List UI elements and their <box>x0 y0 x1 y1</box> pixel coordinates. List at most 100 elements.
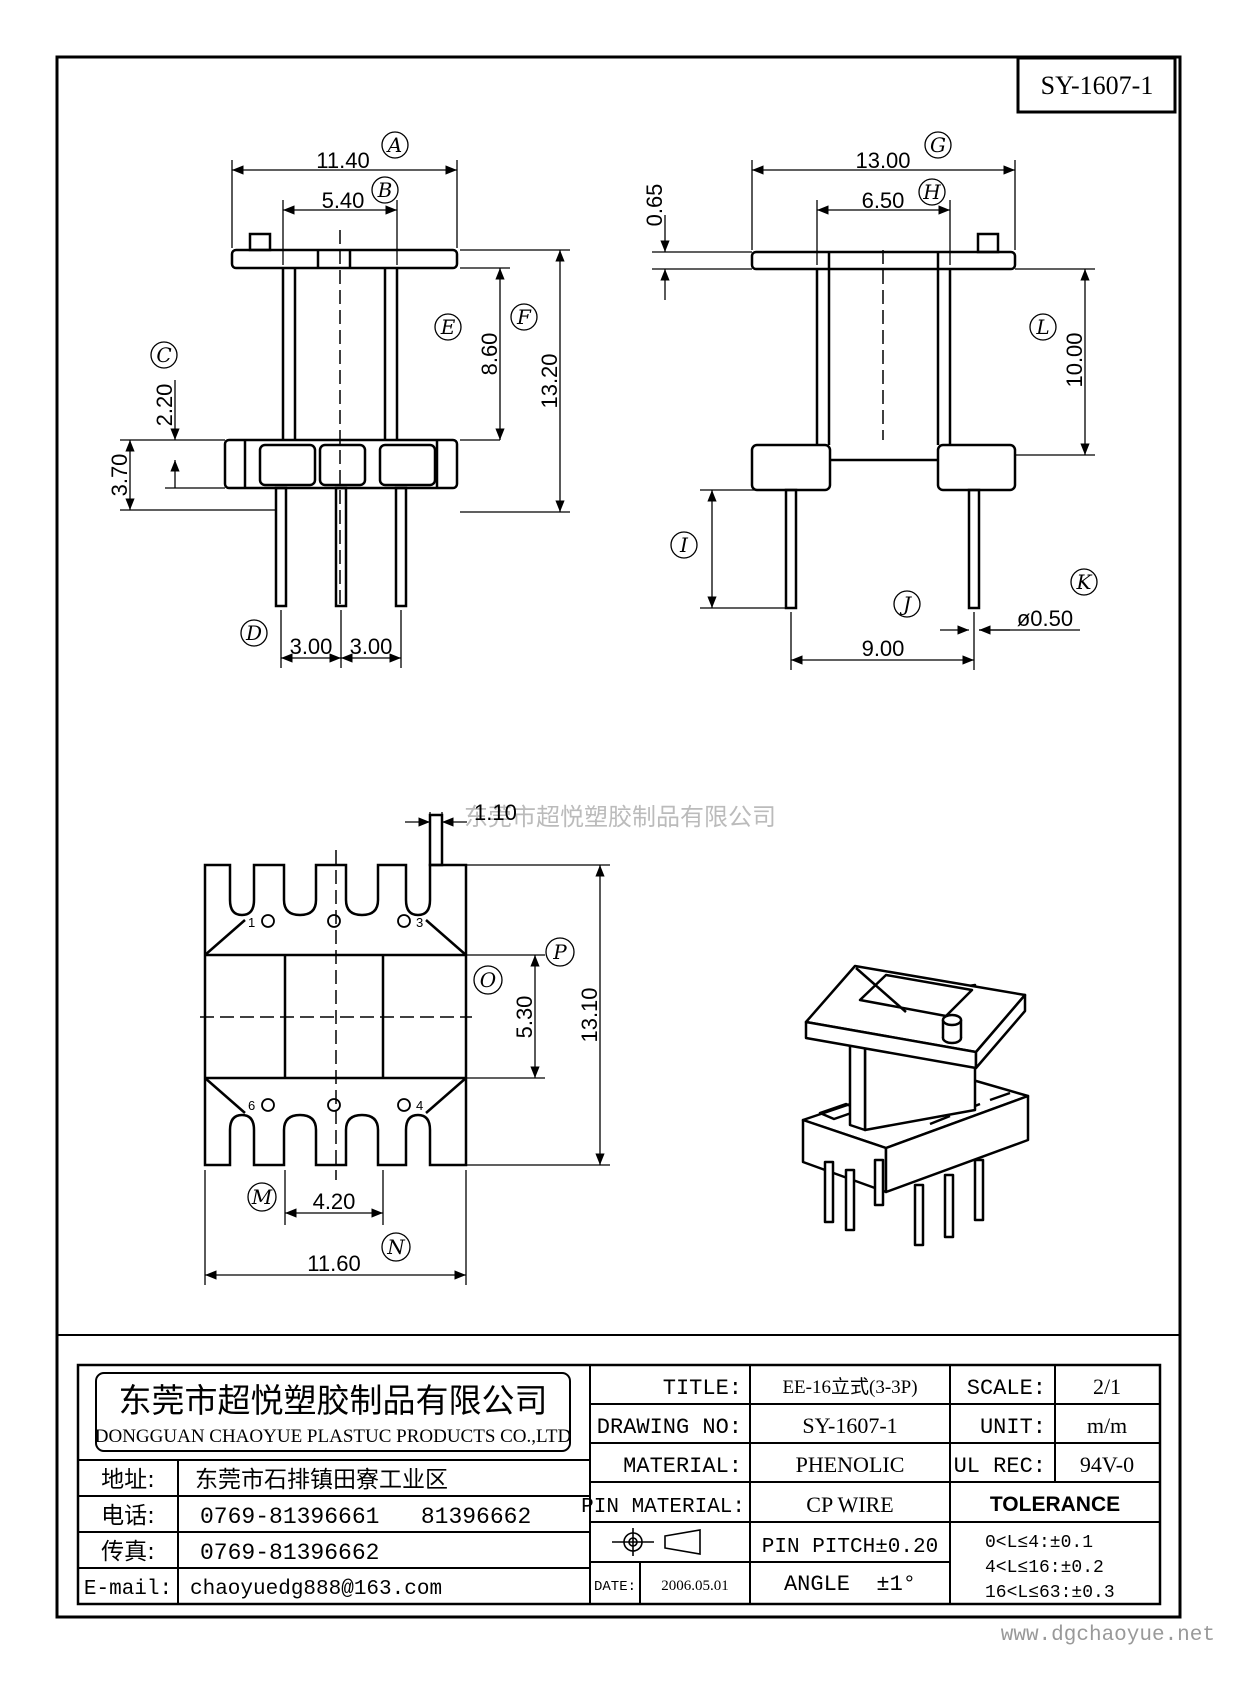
projection-symbol-icon <box>612 1528 701 1556</box>
svg-text:O: O <box>480 968 496 992</box>
dim-3-70: 3.70 <box>107 454 132 497</box>
dim-9-00: 9.00 <box>862 636 905 661</box>
svg-text:I: I <box>679 533 689 557</box>
drawing-no-value: SY-1607-1 <box>802 1413 897 1438</box>
svg-text:F: F <box>516 305 532 329</box>
pin-pitch: PIN PITCH±0.20 <box>762 1536 938 1559</box>
dim-5-40: 5.40 <box>322 188 365 213</box>
side-view-dims <box>652 160 1095 670</box>
label-E: E <box>434 313 462 341</box>
svg-text:J: J <box>899 592 912 616</box>
label-G: G <box>924 131 952 159</box>
tolerance-row-1: 0<L≤4:±0.1 <box>985 1533 1093 1553</box>
dim-11-40: 11.40 <box>316 148 369 173</box>
outer-frame <box>55 55 1182 1619</box>
label-N: N <box>381 1232 411 1262</box>
pin-label-6: 6 <box>248 1098 255 1113</box>
label-J: J <box>893 590 921 618</box>
label-M: M <box>247 1182 277 1212</box>
label-A: A <box>381 131 409 159</box>
unit-label: UNIT: <box>980 1415 1046 1440</box>
dim-3-00-right: 3.00 <box>350 634 393 659</box>
isometric-view <box>801 964 1030 1247</box>
dim-8-60: 8.60 <box>477 333 502 376</box>
dim-4-20: 4.20 <box>313 1189 356 1214</box>
svg-text:K: K <box>1076 570 1093 594</box>
dim-13-20: 13.20 <box>537 353 562 408</box>
front-top-post <box>248 232 272 252</box>
svg-text:E: E <box>440 315 456 339</box>
dim-10-00: 10.00 <box>1062 332 1087 387</box>
svg-text:N: N <box>386 1235 406 1259</box>
front-view <box>223 232 459 608</box>
drawing-number-text: SY-1607-1 <box>1041 71 1154 100</box>
front-pin-left <box>274 486 288 608</box>
material-value: PHENOLIC <box>796 1452 905 1477</box>
unit-value: m/m <box>1087 1413 1127 1438</box>
company-name-en: DONGGUAN CHAOYUE PLASTUC PRODUCTS CO.,LT… <box>95 1426 571 1447</box>
phone-label: 电话: <box>101 1503 155 1529</box>
ul-value: 94V-0 <box>1080 1452 1134 1477</box>
angle-tolerance: ANGLE ±1° <box>784 1572 916 1597</box>
side-top-post <box>976 232 1000 254</box>
scale-label: SCALE: <box>967 1376 1046 1401</box>
label-K: K <box>1070 568 1098 596</box>
address-value: 东莞市石排镇田寮工业区 <box>195 1467 448 1493</box>
title-value: EE-16立式(3-3P) <box>782 1376 917 1398</box>
fax-label: 传真: <box>101 1539 155 1565</box>
dim-1-10: 1.10 <box>474 800 517 825</box>
date-value: 2006.05.01 <box>661 1578 729 1594</box>
svg-text:B: B <box>377 178 393 202</box>
email-label: E-mail: <box>84 1578 172 1601</box>
dim-11-60: 11.60 <box>307 1251 360 1276</box>
title-block <box>76 1363 1162 1606</box>
pin-label-1: 1 <box>248 915 255 930</box>
scale-value: 2/1 <box>1093 1374 1121 1399</box>
tolerance-row-3: 16<L≤63:±0.3 <box>985 1583 1115 1603</box>
pin-material-label: PIN MATERIAL: <box>581 1496 745 1519</box>
bottom-pin-stub <box>428 813 444 867</box>
phone-value: 0769-81396661 81396662 <box>200 1504 531 1530</box>
front-top-flange <box>230 248 459 270</box>
pin-label-3: 3 <box>416 915 423 930</box>
dim-3-00-left: 3.00 <box>290 634 333 659</box>
side-base-right <box>936 443 1017 492</box>
pin-label-4: 4 <box>416 1098 423 1113</box>
pin-material-value: CP WIRE <box>806 1492 893 1517</box>
side-pin-right <box>967 488 981 610</box>
ul-label: UL REC: <box>954 1454 1046 1479</box>
dim-5-30: 5.30 <box>512 996 537 1039</box>
website-watermark: www.dgchaoyue.net <box>1001 1624 1215 1647</box>
watermark: 东莞市超悦塑胶制品有限公司 <box>464 803 776 831</box>
label-I: I <box>670 531 698 559</box>
dim-0-65: 0.65 <box>642 184 667 227</box>
svg-text:L: L <box>1035 315 1049 339</box>
dim-6-50: 6.50 <box>862 188 905 213</box>
svg-text:G: G <box>930 133 946 157</box>
material-label: MATERIAL: <box>623 1454 742 1479</box>
title-label: TITLE: <box>663 1376 742 1401</box>
label-D: D <box>240 619 268 647</box>
side-pin-left <box>784 488 798 610</box>
front-view-dims <box>120 160 570 668</box>
drawing-no-label: DRAWING NO: <box>597 1415 742 1440</box>
dim-2-20: 2.20 <box>152 384 177 427</box>
label-F: F <box>510 303 538 331</box>
front-pin-center <box>334 486 348 608</box>
date-label: DATE: <box>594 1579 636 1595</box>
label-C: C <box>150 341 178 369</box>
svg-text:A: A <box>386 133 402 157</box>
tolerance-label: TOLERANCE <box>990 1493 1120 1516</box>
label-O: O <box>473 965 503 995</box>
fax-value: 0769-81396662 <box>200 1540 379 1566</box>
svg-text:M: M <box>251 1185 273 1209</box>
label-H: H <box>918 178 946 206</box>
label-B: B <box>371 176 399 204</box>
tolerance-row-2: 4<L≤16:±0.2 <box>985 1558 1104 1578</box>
svg-text:D: D <box>245 621 262 645</box>
dim-13-10: 13.10 <box>577 987 602 1042</box>
svg-text:P: P <box>552 940 567 964</box>
email-value: chaoyuedg888@163.com <box>190 1578 442 1601</box>
svg-text:H: H <box>922 180 941 204</box>
